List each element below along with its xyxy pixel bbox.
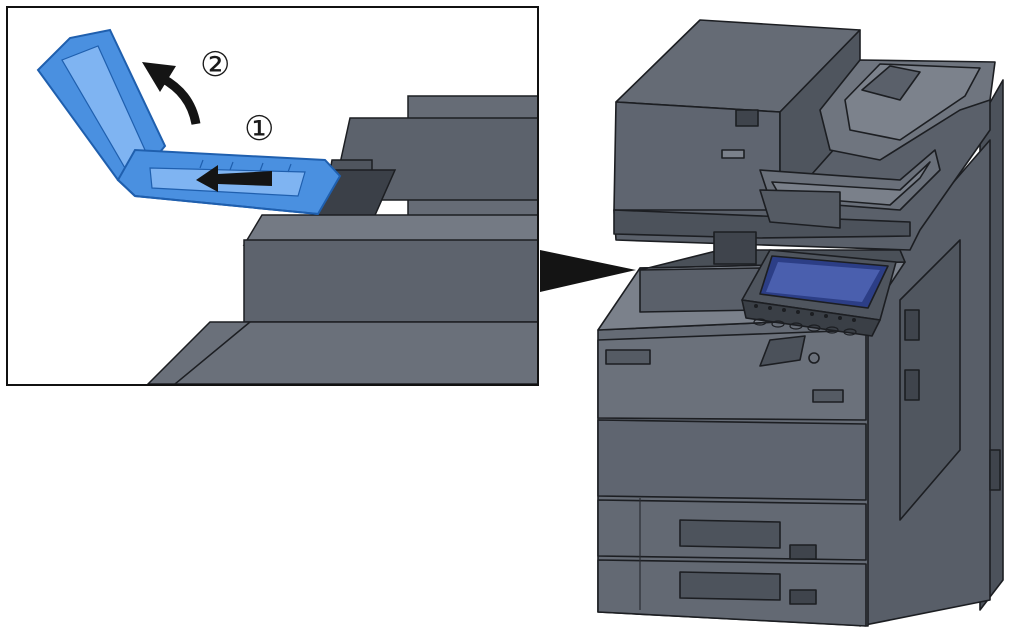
- curved-arrow-icon: [142, 62, 201, 125]
- finisher-closeup: [146, 95, 537, 384]
- pull-arrow-icon: [196, 165, 272, 192]
- control-panel: [741, 249, 897, 337]
- printer-machine: [597, 19, 1004, 627]
- step-1-label: ①: [244, 109, 274, 149]
- step-2-label: ②: [200, 45, 230, 85]
- callout-pointer-icon: [540, 250, 636, 292]
- detail-callout: ① ②: [6, 6, 539, 386]
- document-feeder: [613, 19, 996, 265]
